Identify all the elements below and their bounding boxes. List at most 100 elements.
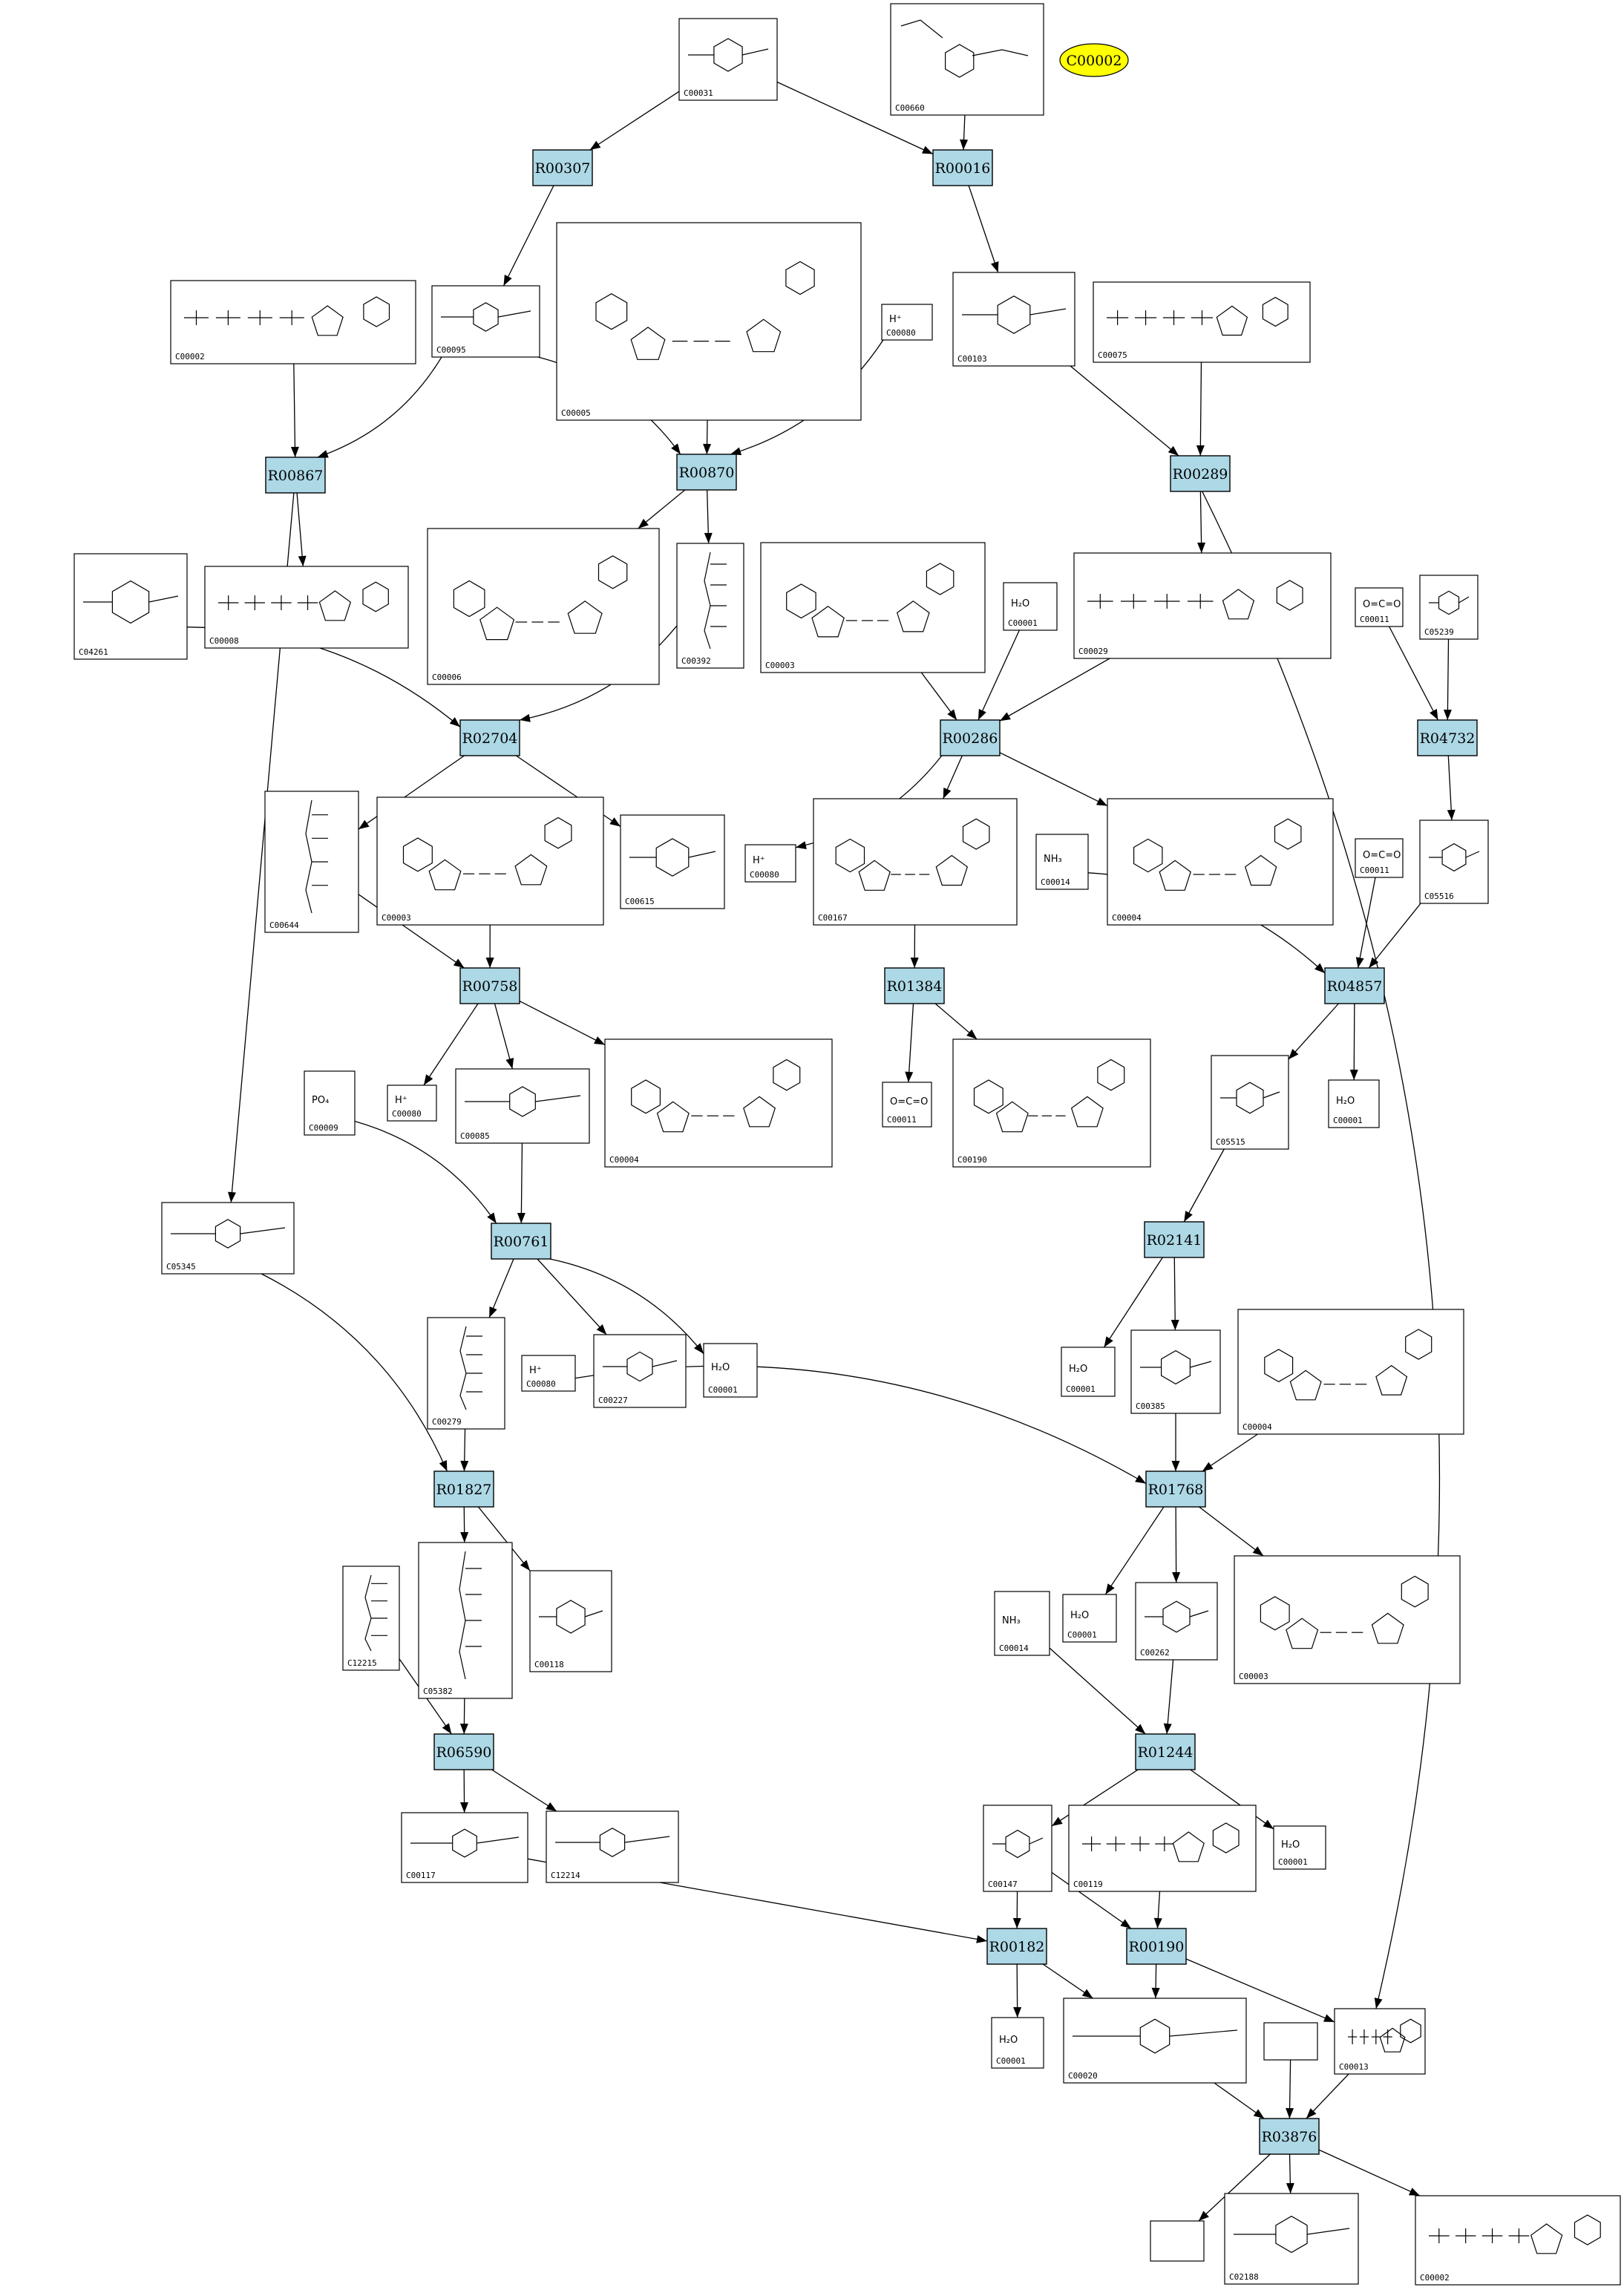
compound-node[interactable]: C00006 <box>427 528 660 685</box>
reaction-node[interactable]: R00870 <box>676 454 737 491</box>
compound-node[interactable]: C05382 <box>418 1542 513 1699</box>
compound-node[interactable]: C00392 <box>676 543 744 669</box>
compound-label: C00227 <box>598 1396 628 1405</box>
compound-node[interactable] <box>1263 2022 1318 2061</box>
compound-node[interactable]: C00013 <box>1334 2008 1426 2075</box>
compound-node[interactable]: C00003 <box>1234 1555 1461 1684</box>
reaction-node[interactable]: R00016 <box>932 149 993 186</box>
structure-icon <box>459 1551 482 1680</box>
compound-node[interactable]: H⁺C00080 <box>744 844 796 883</box>
compound-node[interactable]: C00004 <box>604 1038 833 1168</box>
compound-node[interactable] <box>1150 2220 1205 2262</box>
compound-node[interactable]: C02188 <box>1224 2193 1359 2285</box>
compound-node[interactable]: C00003 <box>760 542 986 673</box>
highlight-compound[interactable]: C00002 <box>1059 43 1129 77</box>
edge-C05516-R04857 <box>1368 903 1421 969</box>
compound-node[interactable]: C00004 <box>1107 798 1334 926</box>
compound-node[interactable]: C00190 <box>952 1038 1151 1168</box>
arrowhead-R01384-C00011c <box>905 1071 914 1082</box>
compound-node[interactable]: C12215 <box>342 1566 400 1671</box>
compound-node[interactable]: C00262 <box>1135 1582 1218 1661</box>
compound-node[interactable]: C00103 <box>952 272 1075 367</box>
arrowhead-C00167-R01384 <box>910 957 919 968</box>
compound-node[interactable]: C00167 <box>813 798 1018 926</box>
compound-node[interactable]: C12214 <box>546 1810 679 1883</box>
reaction-node[interactable]: R00758 <box>459 967 520 1004</box>
compound-node[interactable]: C00008 <box>204 566 409 649</box>
reaction-node[interactable]: R00182 <box>986 1928 1047 1965</box>
compound-node[interactable]: C00385 <box>1130 1329 1221 1414</box>
reaction-node[interactable]: R00867 <box>265 457 326 494</box>
compound-node[interactable]: C05345 <box>161 1202 295 1275</box>
reaction-node[interactable]: R02141 <box>1144 1221 1205 1258</box>
compound-node[interactable]: C00118 <box>529 1570 612 1672</box>
compound-node[interactable]: C00660 <box>890 3 1044 116</box>
compound-label: C00002 <box>175 352 205 362</box>
compound-node[interactable]: H⁺C00080 <box>387 1085 437 1122</box>
compound-node[interactable]: H⁺C00080 <box>521 1355 576 1392</box>
compound-node[interactable]: C00075 <box>1093 281 1311 363</box>
compound-node[interactable]: C00029 <box>1073 552 1332 659</box>
arrowhead-C00279-R01827 <box>460 1460 469 1471</box>
compound-node[interactable]: C00095 <box>431 285 540 358</box>
compound-node[interactable]: C00005 <box>556 222 862 421</box>
compound-node[interactable]: C00117 <box>401 1812 528 1883</box>
compound-node[interactable]: C00004 <box>1237 1309 1464 1435</box>
compound-node[interactable]: C00003 <box>376 796 604 926</box>
edge-C00031-R00307 <box>589 91 680 151</box>
reaction-node[interactable]: R02704 <box>459 719 520 756</box>
compound-box <box>521 1355 576 1392</box>
arrowhead-BLANK1-R03876 <box>1286 2107 1294 2119</box>
compound-node[interactable]: C00119 <box>1068 1805 1257 1892</box>
edge-C00103-R00289 <box>1070 365 1179 457</box>
reaction-node[interactable]: R00289 <box>1170 455 1231 492</box>
reaction-node[interactable]: R00286 <box>940 719 1001 756</box>
structure-icon <box>1107 296 1289 336</box>
compound-node[interactable]: C00002 <box>170 280 416 364</box>
compound-node[interactable]: C00227 <box>593 1334 687 1408</box>
reaction-node[interactable]: R01768 <box>1145 1470 1206 1508</box>
compound-box <box>1419 575 1479 640</box>
reaction-node[interactable]: R04857 <box>1324 967 1385 1004</box>
compound-box <box>1355 838 1404 878</box>
compound-node[interactable]: C00031 <box>678 18 778 101</box>
compound-node[interactable]: C00615 <box>620 814 725 909</box>
compound-node[interactable]: H⁺C00080 <box>881 304 933 341</box>
compound-node[interactable]: C00085 <box>455 1068 590 1144</box>
compound-box <box>1237 1309 1464 1435</box>
reaction-node[interactable]: R03876 <box>1259 2118 1320 2155</box>
compound-node[interactable]: C00002 <box>1415 2195 1621 2286</box>
compound-label: C00085 <box>460 1131 490 1141</box>
compound-node[interactable]: C00279 <box>427 1317 505 1430</box>
compound-node[interactable]: C00644 <box>264 791 359 933</box>
compound-node[interactable]: C05516 <box>1419 820 1489 904</box>
compound-label: C00080 <box>750 870 779 880</box>
compound-node[interactable]: C05515 <box>1211 1055 1289 1150</box>
reaction-node[interactable]: R01244 <box>1135 1733 1196 1770</box>
compound-node[interactable]: C00147 <box>983 1805 1052 1892</box>
compound-box <box>1328 1079 1380 1128</box>
reaction-node[interactable]: R00190 <box>1126 1928 1187 1965</box>
compound-node[interactable]: C05239 <box>1419 575 1479 640</box>
compound-node[interactable]: C00020 <box>1063 1998 1247 2084</box>
reaction-node[interactable]: R01827 <box>433 1470 494 1508</box>
reaction-node[interactable]: R00307 <box>532 149 593 186</box>
reaction-node[interactable]: R06590 <box>433 1733 494 1770</box>
compound-node[interactable]: C04261 <box>73 553 188 660</box>
reaction-node[interactable]: R01384 <box>884 967 945 1004</box>
reaction-node[interactable]: R04732 <box>1417 719 1478 756</box>
reaction-node[interactable]: R00761 <box>491 1223 551 1260</box>
